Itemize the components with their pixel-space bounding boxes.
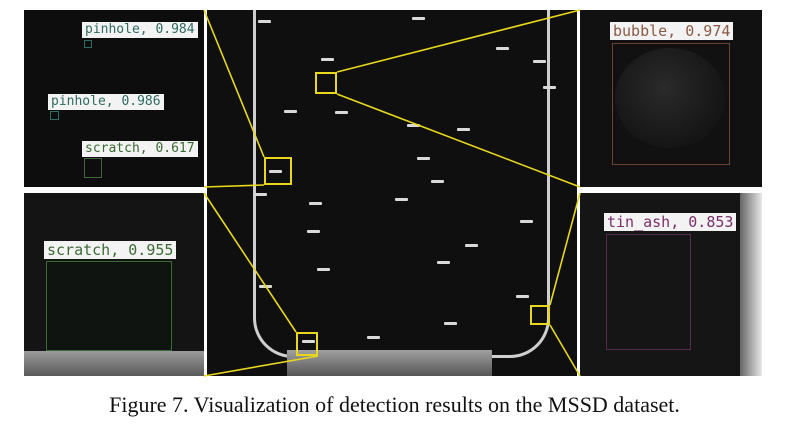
zoom-box-top-left — [264, 157, 292, 185]
detection-tag — [437, 261, 450, 264]
detection-tag — [254, 193, 267, 196]
detection-tag — [302, 340, 315, 343]
detection-tag — [395, 198, 408, 201]
panel-center — [207, 10, 577, 376]
detection-label-pinhole-2: pinhole, 0.986 — [48, 94, 164, 110]
glass-edge-right — [547, 10, 550, 310]
detection-tag — [412, 17, 425, 20]
detection-tag — [367, 336, 380, 339]
figure: pinhole, 0.984 pinhole, 0.986 scratch, 0… — [24, 9, 762, 377]
detection-tag — [307, 230, 320, 233]
detection-tag — [465, 244, 478, 247]
figure-caption: Figure 7. Visualization of detection res… — [109, 392, 680, 417]
metal-base-center — [287, 350, 492, 376]
detection-tag — [496, 47, 509, 50]
zoom-box-top-right — [315, 72, 337, 94]
panel-top-right: bubble, 0.974 — [580, 10, 762, 187]
detection-tag — [335, 111, 348, 114]
detection-tag — [284, 110, 297, 113]
detection-tag — [516, 295, 529, 298]
detection-tag — [533, 60, 546, 63]
detection-box-bubble — [612, 43, 730, 165]
panel-bottom-left: scratch, 0.955 — [24, 193, 204, 376]
bubble-region — [615, 48, 725, 148]
detection-tag — [321, 58, 334, 61]
detection-tag — [444, 322, 457, 325]
detection-tag — [269, 170, 282, 173]
detection-box-scratch-small — [84, 158, 102, 178]
detection-box-pinhole-2 — [50, 111, 59, 120]
detection-label-scratch-small: scratch, 0.617 — [82, 141, 198, 157]
detection-box-tin-ash — [606, 234, 691, 350]
detection-tag — [543, 86, 556, 89]
detection-tag — [520, 220, 533, 223]
detection-box-pinhole-1 — [84, 40, 92, 48]
panel-bottom-right: tin_ash, 0.853 — [580, 193, 762, 376]
detection-tag — [259, 285, 272, 288]
detection-tag — [407, 124, 420, 127]
detection-label-pinhole-1: pinhole, 0.984 — [82, 22, 198, 38]
detection-box-scratch-large — [46, 261, 172, 351]
zoom-box-bottom-left — [296, 332, 318, 356]
detection-tag — [417, 157, 430, 160]
detection-tag — [457, 128, 470, 131]
detection-tag — [309, 202, 322, 205]
detection-label-tin-ash: tin_ash, 0.853 — [604, 213, 737, 231]
detection-tag — [431, 180, 444, 183]
metal-base — [24, 351, 204, 376]
detection-tag — [258, 20, 271, 23]
detection-label-bubble: bubble, 0.974 — [610, 22, 734, 40]
panel-top-left: pinhole, 0.984 pinhole, 0.986 scratch, 0… — [24, 10, 204, 187]
detection-label-scratch-large: scratch, 0.955 — [44, 241, 177, 259]
glass-edge-right-zoom — [740, 193, 762, 376]
glass-edge-left — [253, 10, 256, 310]
zoom-box-bottom-right — [530, 305, 550, 325]
detection-tag — [317, 268, 330, 271]
